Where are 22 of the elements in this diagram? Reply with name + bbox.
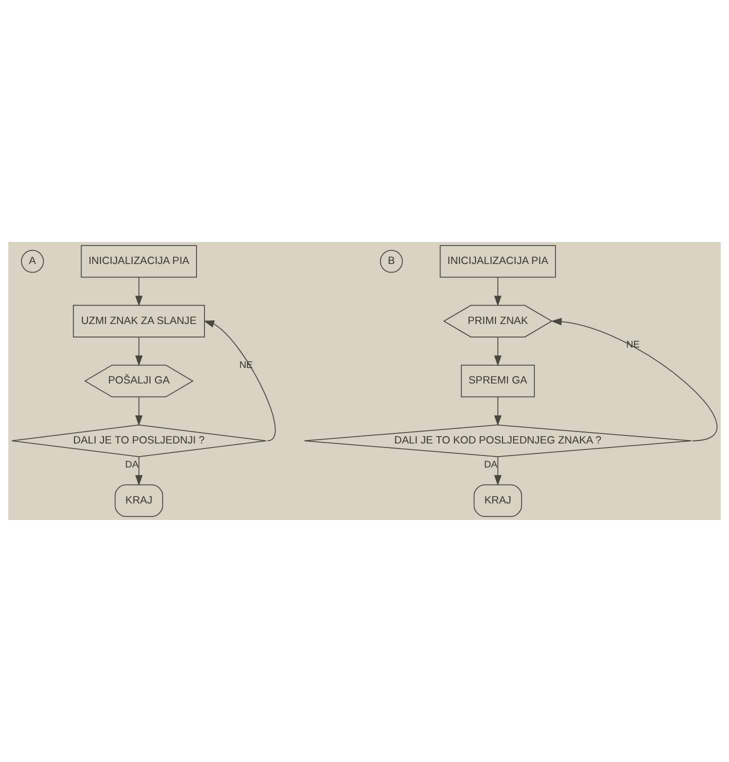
arrow xyxy=(551,318,718,442)
node-box: UZMI ZNAK ZA SLANJE xyxy=(72,304,205,338)
arrow xyxy=(135,456,143,486)
node-diamond: DALI JE TO KOD POSLJEDNJEG ZNAKA ? xyxy=(304,424,692,458)
node-diamond: DALI JE TO POSLJEDNJI ? xyxy=(11,424,266,458)
arrow xyxy=(135,277,143,306)
edge-label: DA xyxy=(125,460,139,471)
node-circle: B xyxy=(380,250,403,273)
arrow xyxy=(135,336,143,366)
arrow xyxy=(135,396,143,426)
node-box: KRAJ xyxy=(114,484,164,517)
node-circle: A xyxy=(21,250,44,273)
node-box: INICIJALIZACIJA PIA xyxy=(440,245,556,278)
node-box: SPREMI GA xyxy=(460,364,535,398)
node-box: KRAJ xyxy=(474,484,522,517)
arrow xyxy=(494,396,502,426)
arrow xyxy=(494,456,502,486)
arrow xyxy=(204,320,276,442)
arrow xyxy=(494,277,502,306)
edge-label: DA xyxy=(484,460,498,471)
arrow xyxy=(494,336,502,366)
node-box: INICIJALIZACIJA PIA xyxy=(80,245,197,278)
